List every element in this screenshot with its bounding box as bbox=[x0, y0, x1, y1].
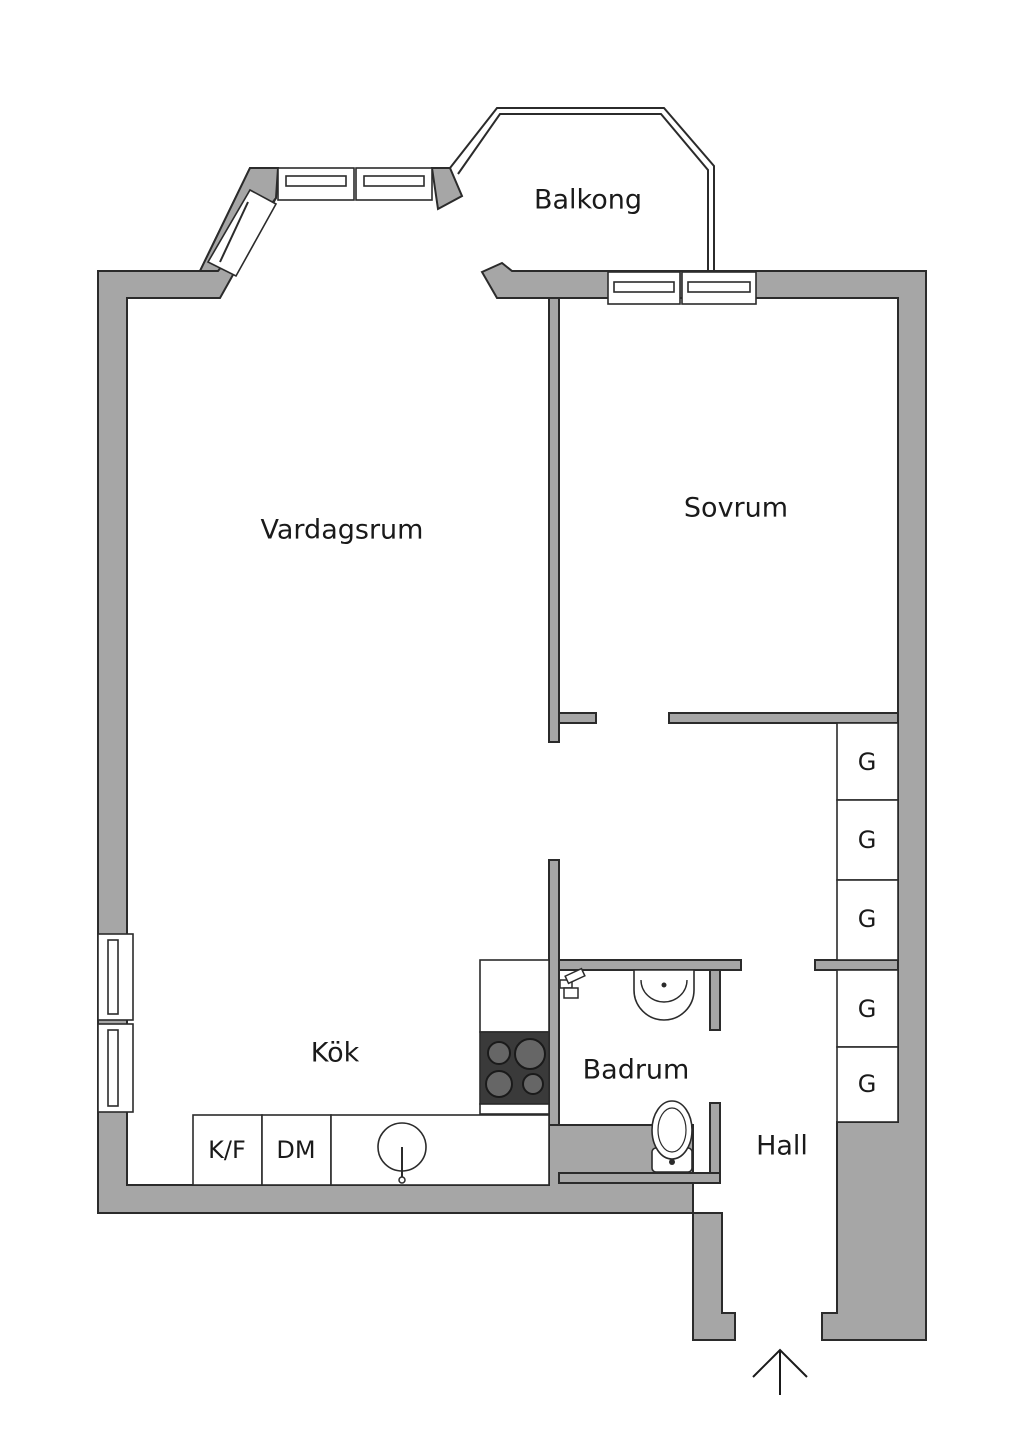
interior-walls bbox=[548, 297, 899, 1184]
dishwasher-label: DM bbox=[276, 1136, 315, 1164]
room-label-hall: Hall bbox=[756, 1131, 808, 1162]
wardrobe-label: G bbox=[858, 826, 877, 854]
windows bbox=[97, 167, 757, 1113]
room-label-kitchen: Kök bbox=[311, 1038, 360, 1069]
balcony-railing bbox=[449, 107, 715, 272]
bathroom-fixtures bbox=[559, 967, 695, 1173]
room-label-bedroom: Sovrum bbox=[684, 493, 788, 524]
room-label-balcony: Balkong bbox=[534, 185, 642, 216]
room-label-bathroom: Badrum bbox=[583, 1055, 690, 1086]
shower-icon bbox=[559, 967, 586, 999]
room-label-living-room: Vardagsrum bbox=[261, 515, 424, 546]
wardrobe-label: G bbox=[858, 995, 877, 1023]
entrance-arrow-icon bbox=[752, 1348, 808, 1395]
wardrobe-label: G bbox=[858, 1070, 877, 1098]
kitchen-counter bbox=[192, 959, 550, 1186]
exterior-wall-north bbox=[480, 261, 927, 1341]
wardrobe-label: G bbox=[858, 905, 877, 933]
bay-pier-right bbox=[430, 167, 464, 211]
fridge-freezer-label: K/F bbox=[208, 1136, 246, 1164]
washbasin-icon bbox=[633, 969, 695, 1021]
wardrobe-label: G bbox=[858, 748, 877, 776]
toilet-icon bbox=[651, 1100, 693, 1173]
wardrobes bbox=[836, 722, 899, 1123]
